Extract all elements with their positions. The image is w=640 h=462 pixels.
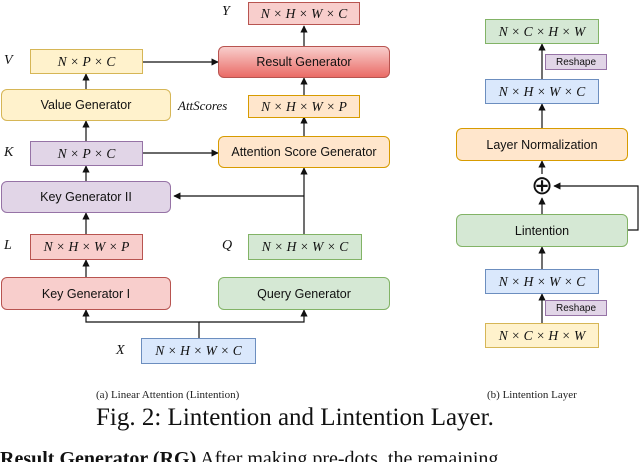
tensor-output-shape: N × C × H × W: [485, 19, 599, 44]
key-generator-1-block: Key Generator I: [1, 277, 171, 310]
tensor-lintention-input-shape: N × H × W × C: [485, 269, 599, 294]
figure-caption: Fig. 2: Lintention and Lintention Layer.: [96, 404, 494, 431]
reshape-top-label: Reshape: [545, 54, 607, 70]
label-att-scores: AttScores: [178, 98, 228, 113]
label-k: K: [4, 145, 14, 160]
key-generator-2-block: Key Generator II: [1, 181, 171, 213]
body-text-bold: Result Generator (RG): [0, 448, 197, 462]
label-x: X: [116, 343, 125, 358]
body-text-rest: After making pre-dots, the remaining: [200, 448, 499, 462]
value-generator-block: Value Generator: [1, 89, 171, 121]
label-v: V: [4, 53, 13, 68]
tensor-input-shape: N × C × H × W: [485, 323, 599, 348]
tensor-y-shape: N × H × W × C: [248, 2, 360, 25]
label-q: Q: [222, 238, 233, 253]
arrow-x-to-query-gen: [199, 309, 308, 323]
reshape-bottom-label: Reshape: [545, 300, 607, 316]
label-l: L: [4, 238, 12, 253]
tensor-k-shape: N × P × C: [30, 141, 143, 166]
tensor-att-scores-shape: N × H × W × P: [248, 95, 360, 118]
tensor-v-shape: N × P × C: [30, 49, 143, 74]
lintention-block: Lintention: [456, 214, 628, 247]
result-generator-block: Result Generator: [218, 46, 390, 78]
caption-left-panel: (a) Linear Attention (Lintention): [96, 389, 240, 401]
attention-score-generator-block: Attention Score Generator: [218, 136, 390, 168]
tensor-after-norm-shape: N × H × W × C: [485, 79, 599, 104]
tensor-x-shape: N × H × W × C: [141, 338, 256, 364]
label-y: Y: [222, 4, 230, 19]
arrow-residual-skip: [553, 182, 639, 231]
arrow-x-to-key-gen-1: [82, 309, 200, 338]
query-generator-block: Query Generator: [218, 277, 390, 310]
tensor-l-shape: N × H × W × P: [30, 234, 143, 260]
layer-normalization-block: Layer Normalization: [456, 128, 628, 161]
tensor-q-shape: N × H × W × C: [248, 234, 362, 260]
add-circle-icon: ⊕: [531, 171, 553, 201]
caption-right-panel: (b) Lintention Layer: [487, 389, 577, 401]
body-text-line: Result Generator (RG) After making pre-d…: [0, 448, 498, 462]
